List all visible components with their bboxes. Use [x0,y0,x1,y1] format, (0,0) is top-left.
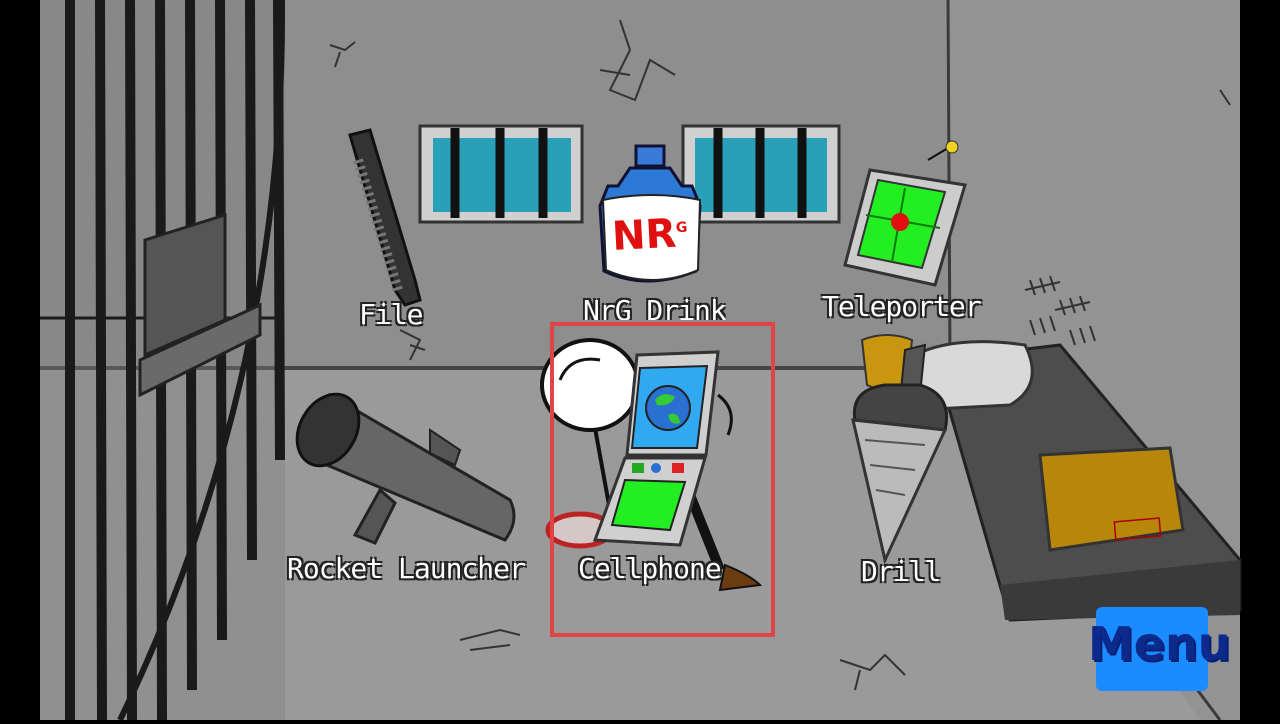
item-teleporter[interactable] [815,135,985,330]
item-rocket-launcher[interactable] [280,385,525,590]
wall-cracks [329,19,1231,691]
window-right [681,124,841,224]
item-label-nrg-drink: NrG Drink [583,294,726,327]
file-item-image [348,128,422,307]
teleporter-image [843,140,967,287]
item-label-teleporter: Teleporter [822,290,982,323]
crate [1038,446,1185,552]
item-label-rocket-launcher: Rocket Launcher [287,552,526,585]
item-nrg-drink[interactable] [580,140,730,325]
nrg-drink-image [598,144,702,283]
menu-button-label: Menu [1088,617,1231,671]
tally-marks [1024,275,1096,346]
item-label-file: File [359,298,423,331]
cellphone-image [592,350,720,547]
window-left [418,124,584,224]
item-drill[interactable] [840,340,960,590]
wall-bench [138,212,262,398]
item-file[interactable] [330,120,450,340]
item-cellphone-selection-frame[interactable] [550,322,775,637]
menu-button[interactable]: Menu [1088,607,1230,691]
item-label-drill: Drill [861,555,941,588]
item-label-cellphone: Cellphone [578,552,722,585]
rocket-launcher-image [295,392,516,545]
drill-image [851,343,949,565]
